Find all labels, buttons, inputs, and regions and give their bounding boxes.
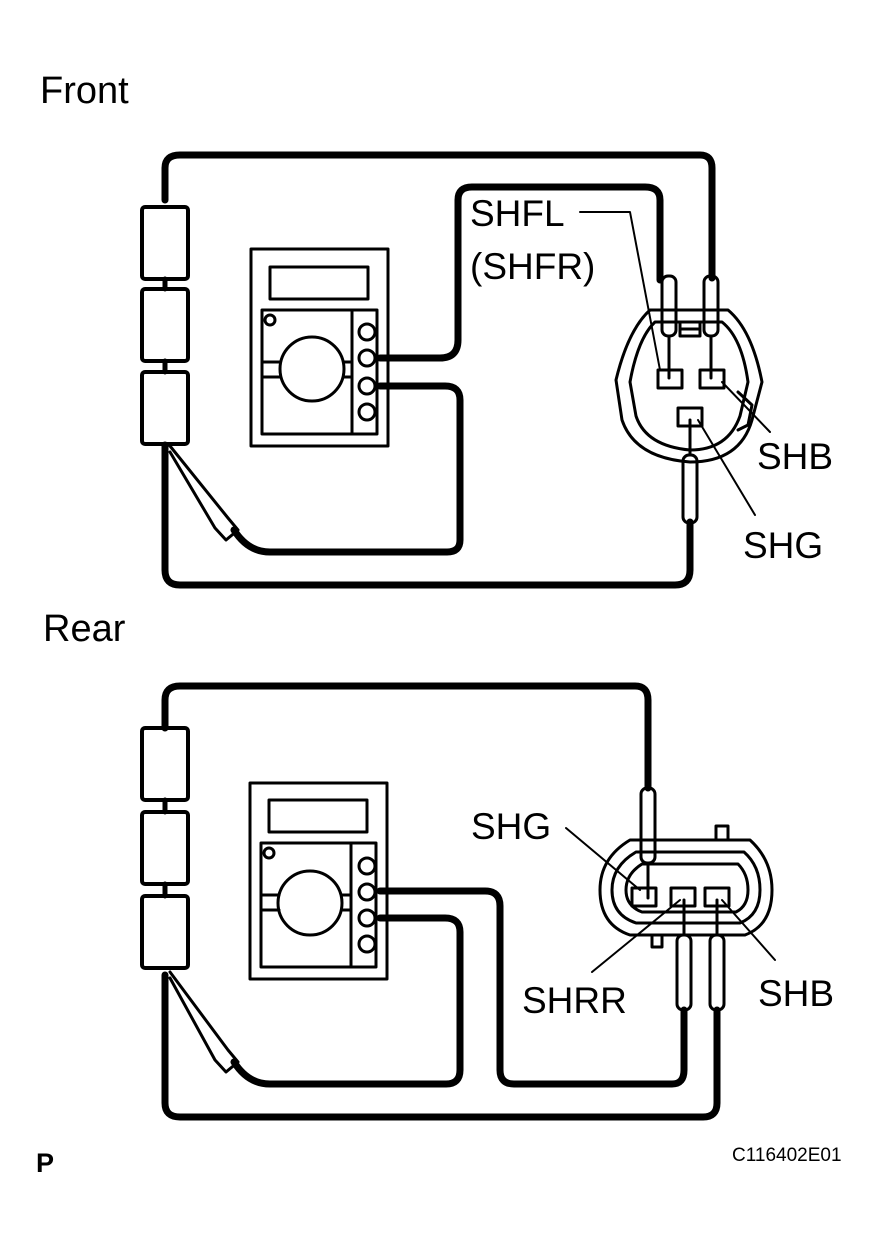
rear-ground-probe (168, 970, 240, 1074)
front-meter-wire-lower (230, 382, 464, 556)
front-return-wire (161, 441, 694, 589)
rear-return-wire (161, 971, 721, 1121)
front-meter-wire-upper (376, 183, 664, 362)
front-shg-leader (697, 419, 756, 516)
front-fuse-3 (140, 370, 190, 446)
rear-shb-leader (721, 899, 776, 961)
front-ground-probe (168, 444, 240, 542)
rear-sensor-connector (598, 824, 774, 949)
rear-meter-wire-upper (376, 887, 688, 1088)
rear-meter-wire-lower (230, 914, 464, 1088)
rear-fuse-2 (140, 810, 190, 886)
front-probes (660, 274, 720, 525)
front-shb-leader (721, 381, 771, 433)
front-diagram (140, 151, 771, 589)
corner-mark: P (36, 1148, 55, 1178)
front-shfl-label: SHFL (470, 193, 565, 234)
rear-fuse-3 (140, 894, 190, 970)
figure-code: C116402E01 (732, 1145, 842, 1166)
front-fuse-2 (140, 287, 190, 363)
front-outer-wire (161, 151, 716, 282)
rear-shb-label: SHB (758, 973, 835, 1014)
front-shfl-leader (579, 211, 661, 371)
front-shfr-label: (SHFR) (470, 246, 596, 287)
front-multimeter (249, 247, 390, 448)
front-sensor-connector (614, 308, 764, 464)
rear-probes (639, 786, 726, 1012)
front-section-title: Front (40, 70, 129, 112)
rear-shrr-label: SHRR (522, 980, 627, 1021)
rear-section-title: Rear (43, 608, 126, 650)
front-shb-label: SHB (757, 436, 834, 477)
rear-shrr-leader (591, 899, 681, 973)
rear-multimeter (248, 781, 389, 981)
rear-outer-wire (161, 682, 652, 792)
rear-fuse-1 (140, 726, 190, 802)
front-fuse-1 (140, 205, 190, 281)
front-shg-label: SHG (743, 525, 824, 566)
rear-shg-leader (565, 827, 641, 891)
rear-shg-label: SHG (471, 806, 552, 847)
rear-diagram (140, 682, 776, 1121)
